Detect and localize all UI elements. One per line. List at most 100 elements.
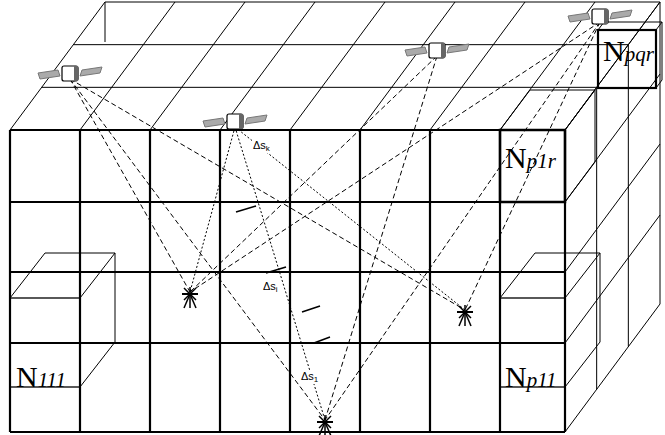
solar-panel xyxy=(245,115,267,124)
label-subscript: p1r xyxy=(527,149,556,173)
front-face-line xyxy=(10,342,565,344)
satellite-icon xyxy=(38,66,102,81)
front-face-line xyxy=(10,431,565,433)
front-face-line xyxy=(10,129,565,131)
voxel-edge xyxy=(10,253,45,298)
top-face-line xyxy=(42,87,597,88)
signal-ray xyxy=(70,79,325,420)
label-base: Δs xyxy=(301,370,314,382)
receiver-stroke xyxy=(189,287,191,294)
voxel-edge xyxy=(80,342,115,387)
voxel-edge xyxy=(656,80,662,88)
voxel-edge xyxy=(595,90,596,162)
signal-rays xyxy=(70,22,600,420)
voxel-edge xyxy=(80,253,115,298)
segment-tick xyxy=(266,267,286,273)
top-face-line xyxy=(80,2,175,130)
top-face-line xyxy=(105,2,660,3)
back-edge-line xyxy=(105,2,106,42)
voxel-edge xyxy=(656,22,662,30)
satellite-icon xyxy=(568,9,632,24)
label-subscript: i xyxy=(276,285,278,294)
voxel-label: Np11 xyxy=(505,362,557,392)
solar-panel xyxy=(38,70,60,79)
satellite-body xyxy=(239,114,243,129)
signal-ray xyxy=(325,22,600,420)
top-face-line xyxy=(73,44,628,45)
label-subscript: pqr xyxy=(625,42,654,66)
receiver-stroke xyxy=(324,415,326,422)
label-base: N xyxy=(603,34,625,67)
segment-label: Δs1 xyxy=(300,371,319,384)
voxel-edge xyxy=(565,90,595,130)
segment-tick xyxy=(236,206,256,212)
segment-tick xyxy=(302,306,320,312)
front-face-line xyxy=(289,130,291,432)
label-base: N xyxy=(505,141,527,174)
top-face-line xyxy=(290,2,385,130)
label-subscript: p11 xyxy=(527,368,557,392)
satellite-body xyxy=(604,9,608,24)
satellite-icon xyxy=(405,43,469,58)
signal-ray xyxy=(190,127,235,292)
voxel-edge xyxy=(500,253,535,298)
label-subscript: 111 xyxy=(38,368,66,392)
voxel-edge xyxy=(604,22,662,23)
top-face-line xyxy=(10,2,105,130)
label-subscript: 1 xyxy=(314,375,318,384)
voxel-edge xyxy=(565,253,600,298)
voxel-label: Np1r xyxy=(505,143,556,173)
voxel-label: Npqr xyxy=(603,36,654,66)
label-base: Δs xyxy=(263,280,276,292)
receiver-stroke xyxy=(325,422,331,435)
receiver-symbol xyxy=(457,305,473,326)
signal-ray xyxy=(70,79,465,310)
receiver-symbol xyxy=(317,415,333,435)
receiver-stroke xyxy=(464,305,466,312)
voxel-cube xyxy=(598,22,662,88)
signal-ray xyxy=(235,127,465,310)
satellite-body xyxy=(74,66,78,81)
front-face-line xyxy=(429,130,431,432)
satellite-body xyxy=(62,66,78,81)
voxel-edge xyxy=(565,162,595,202)
solar-panel xyxy=(203,118,225,127)
voxel-edge xyxy=(500,90,530,130)
top-face-line xyxy=(220,2,315,130)
top-face-line xyxy=(360,2,455,130)
front-face-line xyxy=(149,130,151,432)
solar-panel xyxy=(568,13,590,22)
voxel-cube xyxy=(500,90,595,202)
voxel-edge xyxy=(600,253,601,342)
voxel-edge xyxy=(45,253,115,254)
voxel-edge xyxy=(565,342,600,387)
satellite-body xyxy=(227,114,243,129)
solar-panel xyxy=(447,44,469,53)
label-base: Δs xyxy=(253,139,266,151)
top-face-line xyxy=(430,2,525,130)
top-face-line xyxy=(150,2,245,130)
signal-ray xyxy=(70,79,190,292)
segment-tick xyxy=(314,337,330,343)
voxel-edge xyxy=(535,253,600,254)
receiver-stroke xyxy=(319,422,325,435)
voxel-grid xyxy=(10,2,660,432)
satellite-icon xyxy=(203,114,267,129)
side-face-line xyxy=(565,304,660,432)
receiver-stroke xyxy=(190,294,196,308)
top-face-line xyxy=(500,2,595,130)
front-face-line xyxy=(10,271,565,273)
label-subscript: k xyxy=(266,144,270,153)
front-face-line xyxy=(359,130,361,432)
satellite-body xyxy=(429,43,445,58)
side-face-line xyxy=(660,2,661,304)
signal-ray xyxy=(190,56,437,292)
voxel-edge xyxy=(115,253,116,342)
satellite-body xyxy=(441,43,445,58)
receiver-stroke xyxy=(459,312,465,326)
side-face-line xyxy=(628,45,629,347)
solar-panel xyxy=(405,47,427,56)
satellite-body xyxy=(592,9,608,24)
